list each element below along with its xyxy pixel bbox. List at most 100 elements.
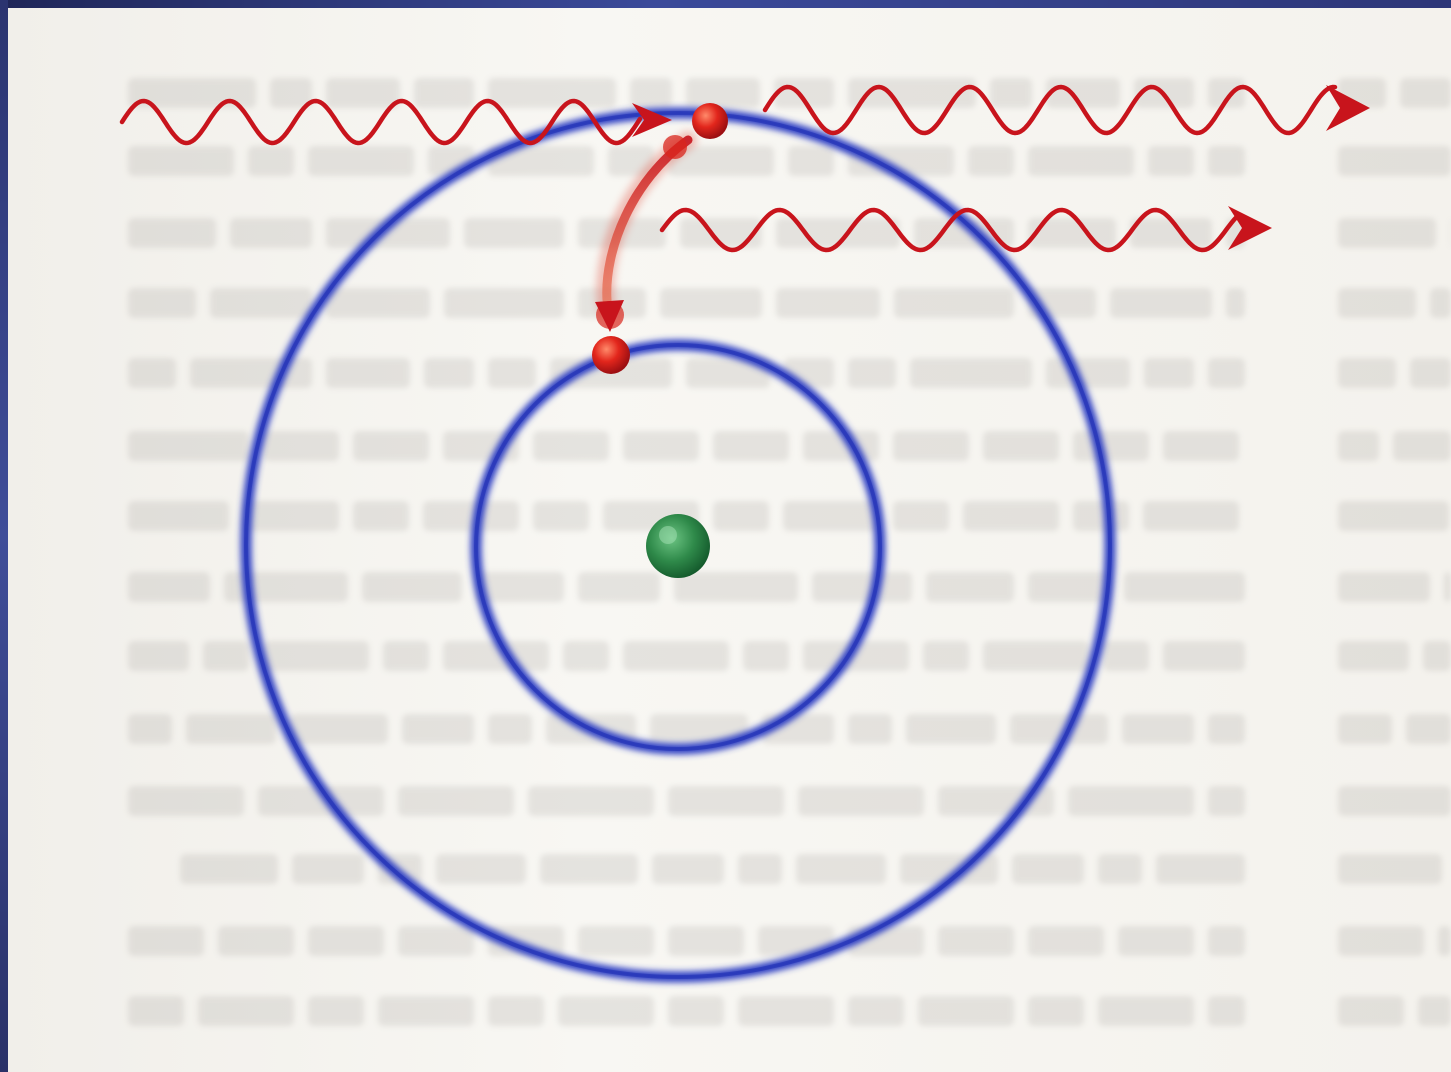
bleed-text-block [713,431,789,461]
bleed-text-block [128,431,249,461]
bleed-text-block [248,146,294,176]
bleed-text-block [848,996,904,1026]
bleed-text-block [1156,854,1245,884]
bleed-text-block [1122,714,1194,744]
bleed-text-block [488,358,536,388]
bleed-text-block [210,288,312,318]
bleed-text-block [263,431,339,461]
bleed-text-block [738,996,834,1026]
bleed-text-block [326,78,400,108]
bleed-text-block [923,641,969,671]
bleed-text-block [1338,358,1396,388]
bleed-text-block [488,78,616,108]
bleed-text-block [668,786,784,816]
bleed-text-block [1163,641,1245,671]
electron-ground [592,336,630,374]
bleed-text-block [1046,358,1130,388]
bleed-text-block [1208,786,1245,816]
bleed-text-block [630,78,672,108]
bleed-text-block [893,431,969,461]
bleed-text-block [128,218,216,248]
bleed-text-block [1393,431,1451,461]
nucleus [646,514,710,578]
bleed-text-block [1073,431,1149,461]
bleed-text-block [983,431,1059,461]
bleed-text-block [1338,501,1449,531]
bleed-text-block [444,288,564,318]
nucleus-highlight [659,526,677,544]
bleed-text-block [1144,358,1194,388]
bleed-text-block [660,288,762,318]
bleed-text-block [796,854,886,884]
bleed-text-block [1046,78,1120,108]
bleed-text-block [1163,431,1239,461]
bleed-text-block [326,288,430,318]
bleed-text-block [128,996,184,1026]
bleed-text-block [1338,996,1404,1026]
bleed-text-block [776,288,880,318]
bleed-text-block [528,786,654,816]
bleed-text-block [1012,854,1084,884]
bleed-text-block [128,641,189,671]
bleed-text-block [326,358,410,388]
bleed-text-block [623,431,699,461]
bleed-text-block [1338,431,1379,461]
bleed-text-block [812,572,912,602]
bleed-text-block [1208,146,1245,176]
bleed-text-block [128,288,196,318]
bleed-text-block [1338,641,1409,671]
bleed-text-block [578,572,660,602]
bleed-text-block [578,926,654,956]
bleed-text-block [783,501,879,531]
bleed-text-block [488,996,544,1026]
bleed-text-block [848,358,896,388]
bleed-text-block [894,288,1014,318]
bleed-text-block [362,572,462,602]
bleed-text-block [968,146,1014,176]
bleed-text-block [1208,926,1245,956]
bleed-text-block [128,786,244,816]
bleed-text-block [308,996,364,1026]
bleed-text-block [1226,288,1245,318]
bleed-text-block [1103,641,1149,671]
bleed-text-block [533,431,609,461]
bleed-text-block [424,358,474,388]
bleed-text-block [983,641,1089,671]
bleed-text-block [1406,714,1451,744]
bleed-text-block [128,572,210,602]
bleed-text-block [1338,714,1392,744]
bleed-text-block [128,714,172,744]
bleed-text-block [533,501,589,531]
bleed-text-block [353,431,429,461]
bleed-text-block [1430,288,1451,318]
bleed-text-block [738,854,782,884]
bleed-text-block [558,996,654,1026]
bleed-text-block [128,358,176,388]
bleed-text-block [308,926,384,956]
electron-excited [692,103,728,139]
bleed-text-block [1400,78,1451,108]
bleed-text-block [990,78,1032,108]
bleed-text-block [436,854,526,884]
bleed-text-block [128,926,204,956]
bleed-text-block [128,501,229,531]
bleed-text-block [398,786,514,816]
bleed-text-block [308,146,414,176]
bleed-text-block [906,714,996,744]
bleed-text-block [464,218,564,248]
bleed-text-block [1338,146,1451,176]
bleed-text-block [1444,572,1451,602]
bleed-text-block [1410,358,1451,388]
bleed-text-block [243,501,339,531]
bleed-text-block [1028,996,1084,1026]
bleed-text-block [674,572,798,602]
bleed-text-block [563,641,609,671]
bleed-text-block [713,501,769,531]
bleed-text-block [1423,641,1451,671]
bleed-text-block [1148,146,1194,176]
bleed-text-block [1338,218,1436,248]
bleed-text-block [893,501,949,531]
bleed-text-block [230,218,312,248]
bleed-text-block [848,714,892,744]
bleed-text-block [1073,501,1129,531]
